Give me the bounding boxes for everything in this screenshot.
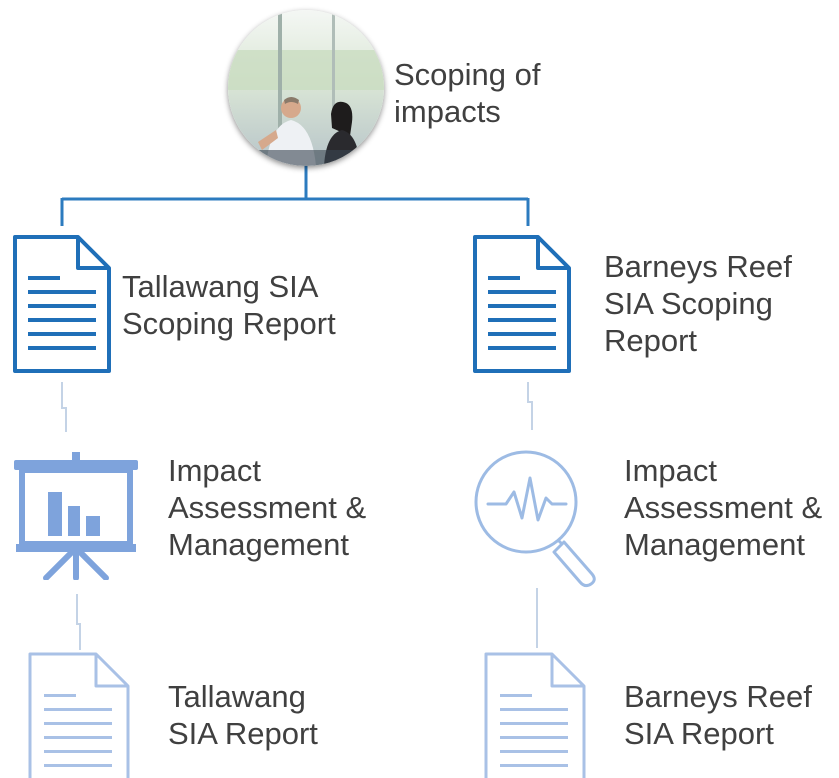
label-line: SIA Report [624, 716, 774, 751]
document-icon [28, 652, 130, 778]
barneys-reef-sia-report-label: Barneys Reef SIA Report [624, 678, 812, 752]
left-assessment-label: Impact Assessment & Management [168, 452, 366, 563]
label-line: Management [168, 527, 349, 562]
barneys-reef-scoping-report-label: Barneys Reef SIA Scoping Report [604, 248, 792, 359]
label-line: SIA Scoping [604, 286, 773, 321]
label-line: Tallawang SIA [122, 269, 319, 304]
label-line: Management [624, 527, 805, 562]
tallawang-scoping-report-label: Tallawang SIA Scoping Report [122, 268, 336, 342]
tallawang-sia-report-label: Tallawang SIA Report [168, 678, 318, 752]
right-connector-1 [527, 382, 533, 430]
label-line: Assessment & [624, 490, 823, 525]
root-label: Scoping of impacts [394, 56, 541, 130]
presentation-chart-icon [14, 452, 138, 580]
label-line: Impact [624, 453, 718, 488]
label-line: SIA Report [168, 716, 318, 751]
label-line: Report [604, 323, 698, 358]
magnifier-pulse-icon [474, 450, 596, 588]
document-icon [484, 652, 586, 778]
label-line: Assessment & [168, 490, 367, 525]
left-connector-1 [61, 382, 67, 432]
left-connector-2 [76, 594, 81, 650]
document-icon [13, 235, 111, 373]
label-line: Tallawang [168, 679, 306, 714]
right-assessment-label: Impact Assessment & Management [624, 452, 822, 563]
label-line: Barneys Reef [604, 249, 792, 284]
root-label-line-2: impacts [394, 94, 501, 129]
label-line: Barneys Reef [624, 679, 812, 714]
label-line: Impact [168, 453, 262, 488]
root-label-line-1: Scoping of [394, 57, 541, 92]
meeting-photo [228, 10, 384, 166]
document-icon [473, 235, 571, 373]
label-line: Scoping Report [122, 306, 336, 341]
